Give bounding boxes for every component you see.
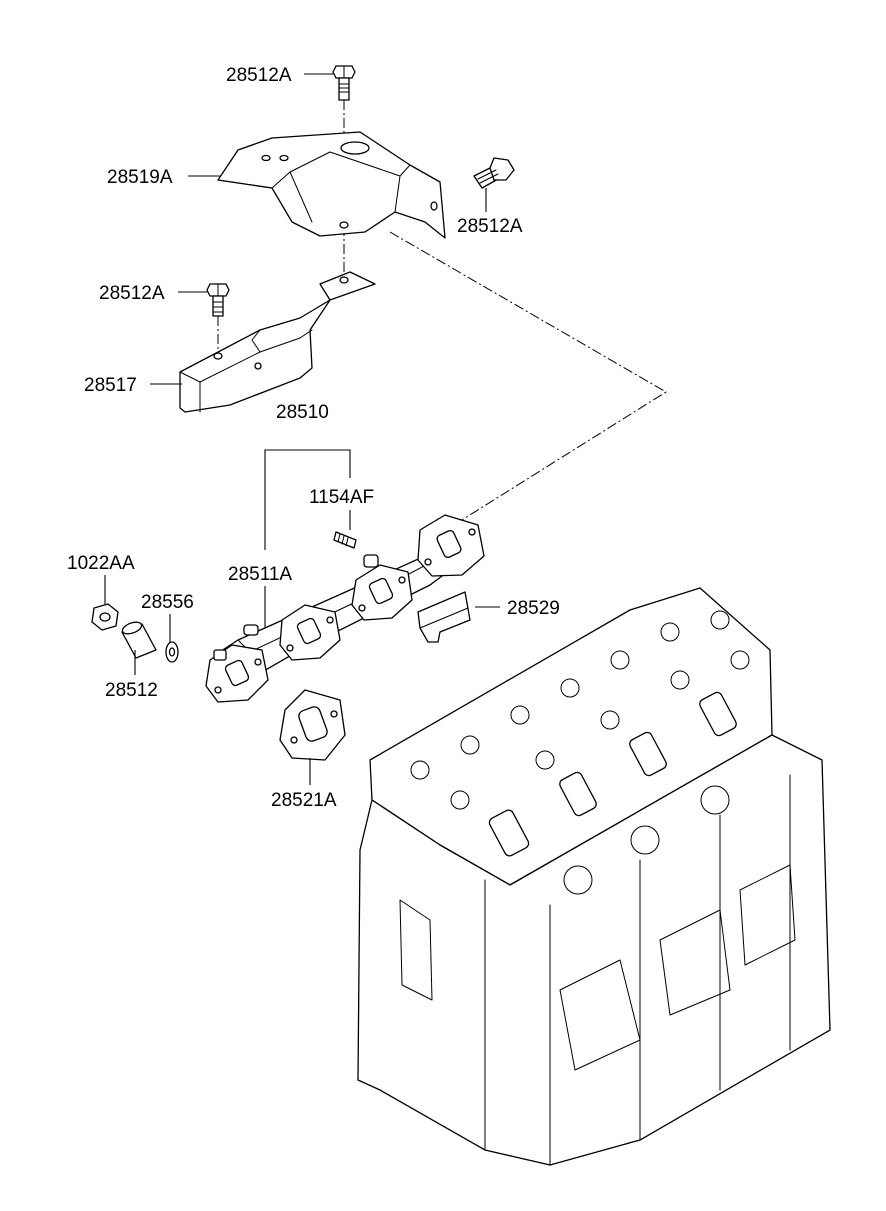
label-spacer: 28512 — [105, 680, 158, 701]
spacer[interactable] — [121, 620, 157, 659]
bolt-top[interactable] — [332, 65, 356, 101]
label-cover-plate: 28529 — [507, 598, 560, 619]
exhaust-manifold[interactable] — [205, 514, 485, 703]
part-labels: 28512A 28519A 28512A 28512A 28517 28510 … — [67, 65, 560, 811]
label-gasket: 28521A — [271, 790, 337, 811]
bolt-side[interactable] — [473, 157, 515, 189]
engine-block — [357, 587, 831, 1166]
gasket[interactable] — [279, 689, 346, 761]
label-nut: 1022AA — [67, 553, 135, 574]
label-washer: 28556 — [141, 592, 194, 613]
label-heat-shield: 28519A — [107, 167, 173, 188]
cover-plate[interactable] — [417, 591, 471, 643]
label-manifold-assembly: 28510 — [276, 402, 329, 423]
heat-shield[interactable] — [217, 131, 446, 239]
label-bolt-side: 28512A — [457, 216, 523, 237]
label-stud: 1154AF — [309, 487, 374, 508]
label-bolt-top: 28512A — [226, 65, 292, 86]
nut[interactable] — [91, 603, 119, 631]
leader-lines — [104, 73, 500, 785]
label-lower-bracket: 28517 — [84, 375, 137, 396]
stud[interactable] — [333, 531, 357, 549]
label-manifold: 28511A — [228, 564, 292, 585]
washer[interactable] — [165, 641, 179, 663]
label-bolt-left: 28512A — [99, 283, 165, 304]
lower-bracket[interactable] — [179, 271, 376, 413]
bolt-left[interactable] — [206, 283, 230, 350]
